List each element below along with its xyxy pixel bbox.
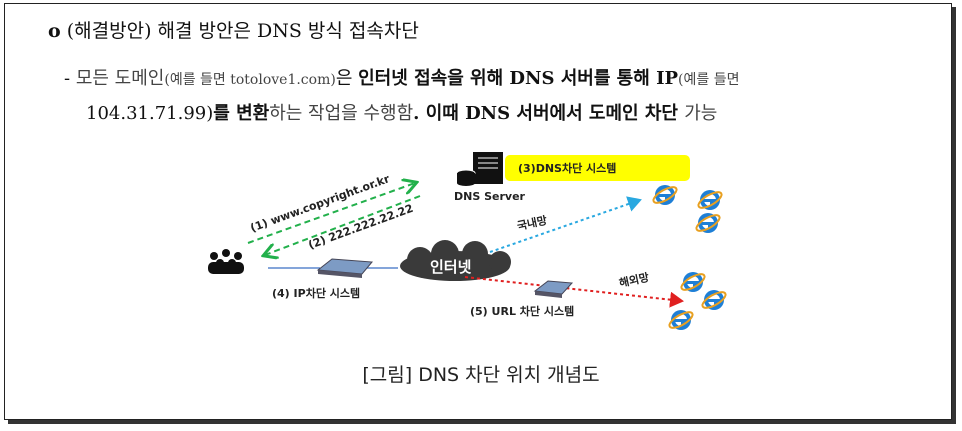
browser-icon <box>678 270 708 294</box>
url-block-label: (5) URL 차단 시스템 <box>470 304 574 318</box>
dns-server-label: DNS Server <box>454 190 526 203</box>
browser-icon <box>695 188 725 212</box>
text: 104.31.71.99) <box>86 103 214 124</box>
section-heading: o (해결방안) 해결 방안은 DNS 방식 접속차단 <box>48 16 419 43</box>
url-block-router-icon <box>533 280 574 298</box>
browser-icon <box>666 308 696 332</box>
text: 를 <box>213 103 237 124</box>
browser-icon <box>699 288 729 312</box>
body-line-1: - 모든 도메인(예를 들면 totolove1.com)은 인터넷 접속을 위… <box>64 64 739 90</box>
dns-server-icon <box>456 152 503 186</box>
browser-icon <box>650 183 680 207</box>
domestic-label: 국내망 <box>516 213 549 233</box>
dns-block-label: (3)DNS차단 시스템 <box>518 161 616 175</box>
text: 하는 작업을 수행함 <box>269 103 414 124</box>
overseas-arrow <box>464 276 684 308</box>
response-arrow <box>265 195 421 255</box>
text: (예를 들면 totolove1.com) <box>164 72 336 88</box>
users-icon <box>208 249 244 274</box>
heading-text: (해결방안) 해결 방안은 DNS 방식 접속차단 <box>66 20 419 42</box>
browser-icon <box>693 211 723 235</box>
text: 은 <box>335 68 359 89</box>
figure-caption: [그림] DNS 차단 위치 개념도 <box>362 364 600 386</box>
text: (예를 들면 <box>678 72 740 88</box>
dns-block-highlight <box>505 155 690 181</box>
text: 변환 <box>236 103 270 124</box>
dash: - <box>64 68 71 89</box>
document-frame <box>4 3 952 420</box>
ip-block-router-icon <box>316 258 374 278</box>
text: 모든 도메인 <box>75 68 165 89</box>
bullet: o <box>48 20 61 42</box>
ip-block-label: (4) IP차단 시스템 <box>272 286 360 300</box>
domestic-arrow <box>489 196 642 253</box>
text: . 이때 DNS 서버에서 도메인 차단 <box>413 103 685 124</box>
text: 인터넷 접속을 위해 DNS 서버를 통해 IP <box>358 68 679 89</box>
body-line-2: 104.31.71.99)를 변환하는 작업을 수행함. 이때 DNS 서버에서… <box>86 99 717 125</box>
internet-cloud <box>400 240 511 281</box>
overseas-label: 해외망 <box>618 270 651 290</box>
internet-label: 인터넷 <box>430 258 472 276</box>
text: 가능 <box>684 103 718 124</box>
